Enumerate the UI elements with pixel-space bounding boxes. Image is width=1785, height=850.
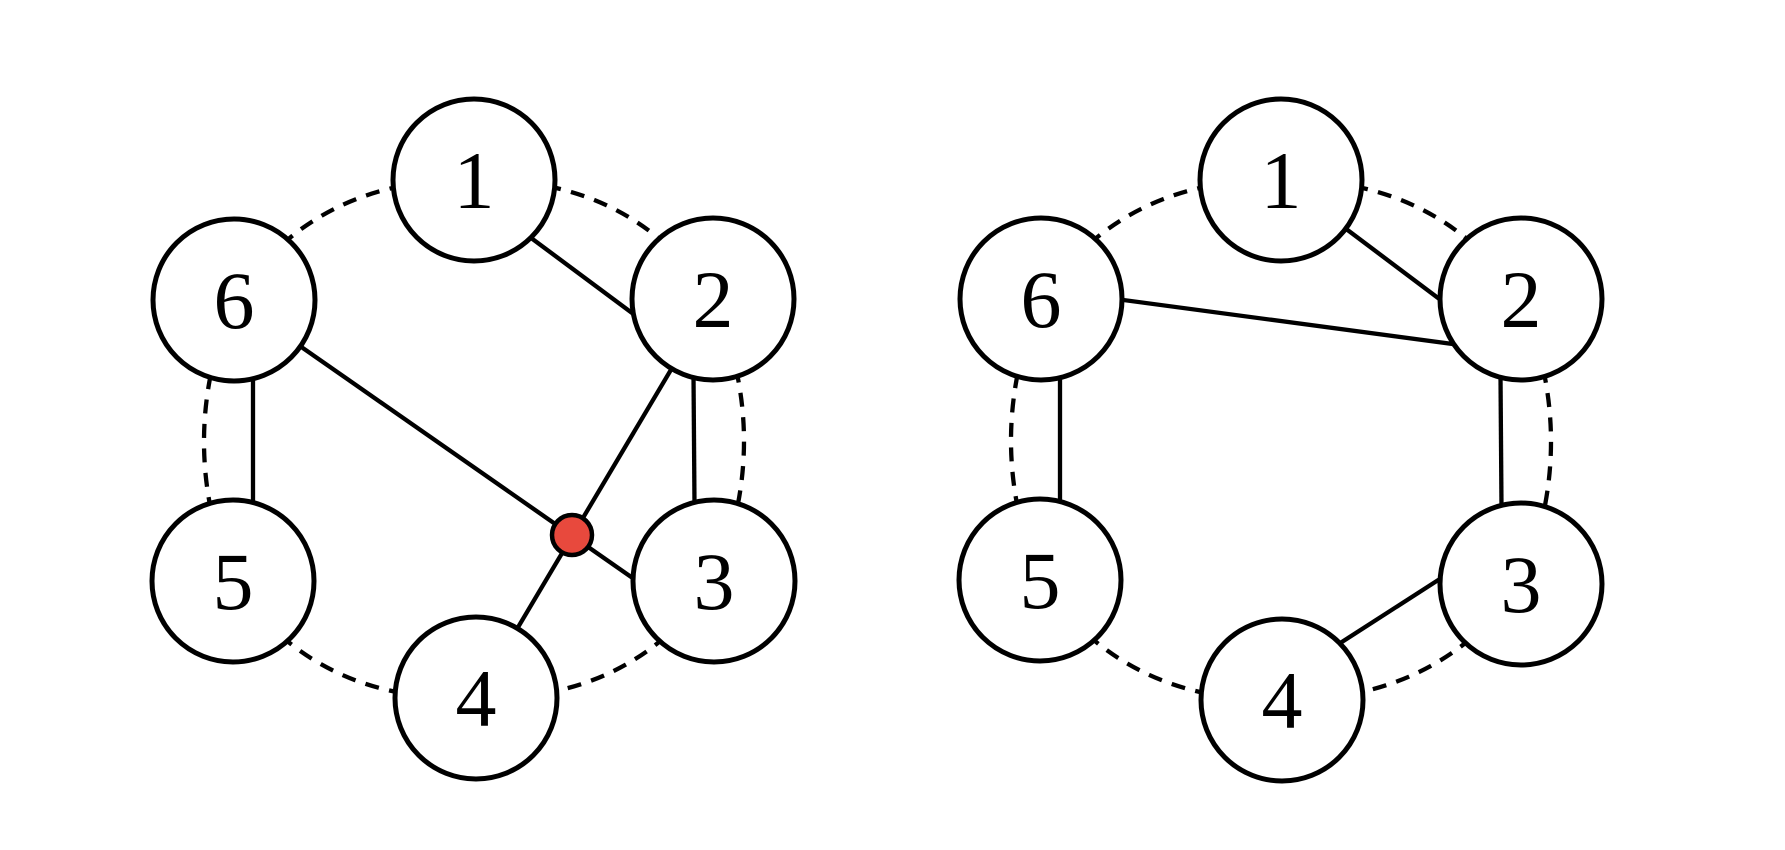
node-label-6: 6 [1021, 254, 1062, 345]
node-label-3: 3 [1501, 539, 1542, 630]
node-circle-6 [150, 216, 318, 384]
node-circle-1 [1197, 96, 1365, 264]
node-circle-5 [956, 496, 1124, 664]
node-label-1: 1 [454, 135, 495, 226]
node-label-4: 4 [456, 653, 497, 744]
node-circle-6 [957, 215, 1125, 383]
node-label-2: 2 [693, 254, 734, 345]
node-circle-4 [1198, 616, 1366, 784]
graph-right: 1 2 3 4 5 6 [956, 96, 1605, 784]
solid-edge-6-3 [232, 298, 682, 613]
node-circle-2 [1437, 215, 1605, 383]
node-circle-3 [1437, 500, 1605, 668]
node-label-4: 4 [1262, 655, 1303, 746]
node-circle-4 [392, 614, 560, 782]
node-circle-5 [149, 497, 317, 665]
node-label-2: 2 [1501, 254, 1542, 345]
crossing-dot [549, 512, 595, 558]
graph-left: 1 2 3 4 5 6 [149, 96, 798, 782]
node-label-3: 3 [694, 536, 735, 627]
node-label-5: 5 [213, 536, 254, 627]
node-circle-3 [630, 497, 798, 665]
node-label-5: 5 [1020, 535, 1061, 626]
node-circle-2 [629, 215, 797, 383]
node-label-1: 1 [1261, 135, 1302, 226]
node-circle-1 [390, 96, 558, 264]
node-label-6: 6 [214, 255, 255, 346]
